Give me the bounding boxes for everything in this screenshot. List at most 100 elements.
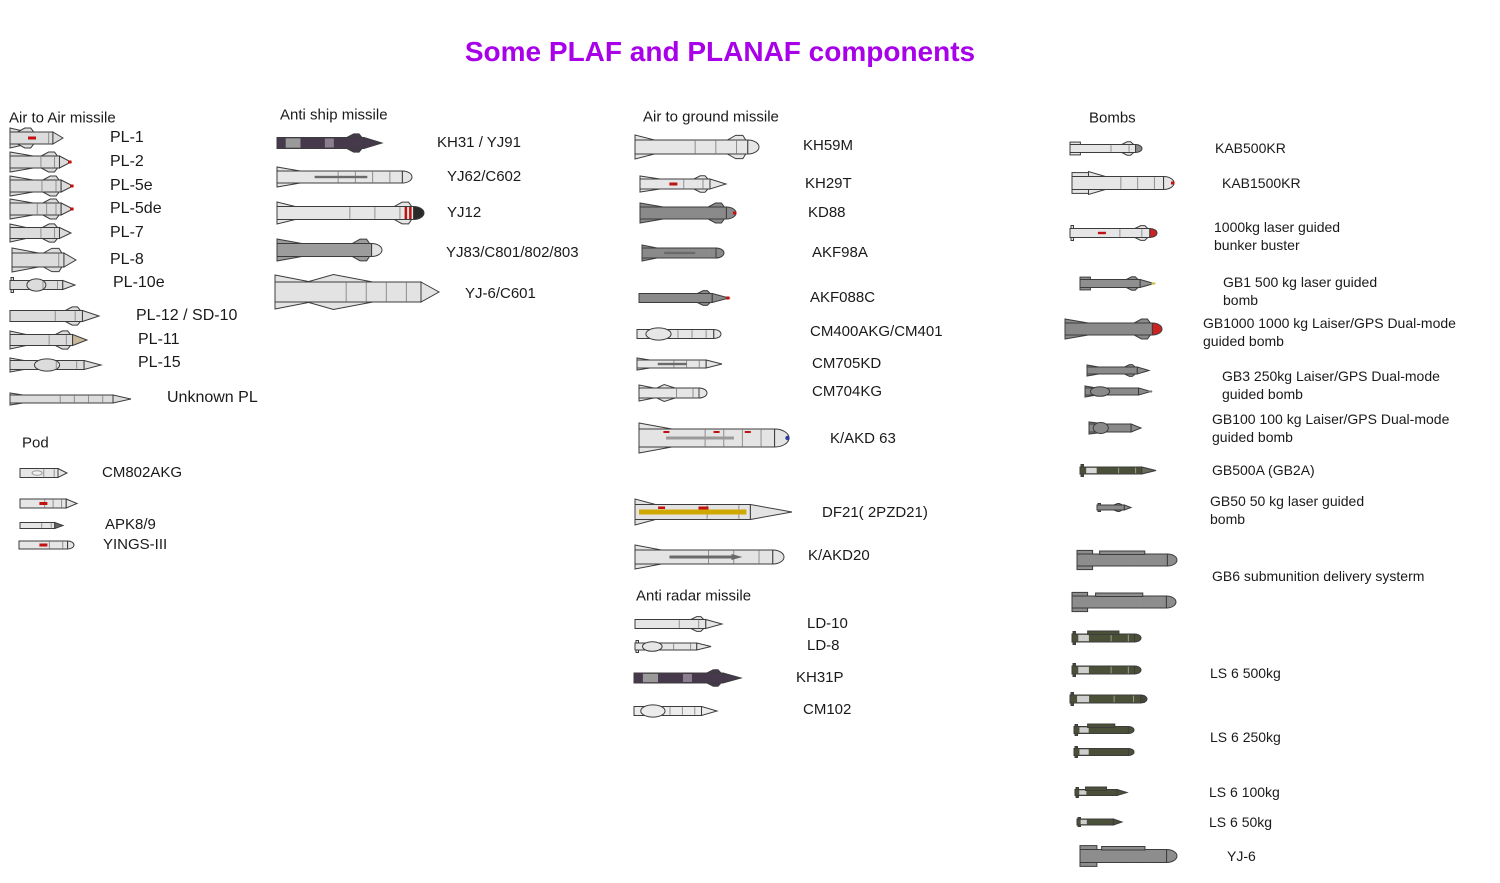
label-kh59m: KH59M xyxy=(803,137,854,154)
air-to-air-pl-2-icon xyxy=(9,151,73,173)
label-yj-6: YJ-6 xyxy=(1227,848,1256,864)
label-yj62-c602: YJ62/C602 xyxy=(447,168,522,185)
label-df21-2pzd21: DF21( 2PZD21) xyxy=(822,504,928,521)
label-ld-8: LD-8 xyxy=(807,637,840,654)
section-heading-anti-ship: Anti ship missile xyxy=(280,106,388,124)
bombs-ls-6-500kg-icon xyxy=(1071,663,1142,677)
air-to-ground-kd88-icon xyxy=(639,202,737,224)
bombs-yj-6-icon xyxy=(1079,845,1178,867)
label-unknown-pl: Unknown PL xyxy=(167,389,258,406)
bombs-kab1500kr-icon xyxy=(1071,170,1175,196)
anti-radar-kh31p-icon xyxy=(633,669,743,687)
bombs-ls-6-250kg-icon xyxy=(1073,723,1135,736)
bombs-ls-6-500kg-icon xyxy=(1069,692,1148,706)
label-cm704kg: CM704KG xyxy=(812,383,883,400)
label-ls-6-50kg: LS 6 50kg xyxy=(1209,814,1273,830)
label-yj-6-c601: YJ-6/C601 xyxy=(465,285,536,302)
label-pl-15: PL-15 xyxy=(138,354,181,371)
label-pl-11: PL-11 xyxy=(138,331,180,348)
bombs-kab500kr-icon xyxy=(1069,140,1143,156)
air-to-ground-k-akd20-icon xyxy=(634,544,785,570)
air-to-air-pl-5e-icon xyxy=(9,175,75,197)
pod-item-icon xyxy=(19,497,79,509)
anti-ship-yj83-c801-802-803-icon xyxy=(276,238,383,262)
label-cm102: CM102 xyxy=(803,701,852,718)
label-k-akd-63: K/AKD 63 xyxy=(830,430,896,447)
anti-ship-yj12-icon xyxy=(276,201,425,225)
label-pl-5e: PL-5e xyxy=(110,177,153,194)
section-heading-air-to-air: Air to Air missile xyxy=(9,109,116,127)
label-kh31-yj91: KH31 / YJ91 xyxy=(437,134,521,151)
air-to-air-pl-1-icon xyxy=(9,127,64,149)
label-yj12: YJ12 xyxy=(447,204,482,221)
bombs-gb500a-gb2a-icon xyxy=(1079,463,1157,477)
air-to-air-pl-10e-icon xyxy=(9,277,77,293)
label-akf98a: AKF98A xyxy=(812,244,868,261)
label-kh31p: KH31P xyxy=(796,669,844,686)
label-kd88: KD88 xyxy=(808,204,846,221)
bombs-gb50-50-kg-laser-guided-icon xyxy=(1096,502,1133,512)
label-pl-7: PL-7 xyxy=(110,224,144,241)
anti-radar-ld-10-icon xyxy=(634,616,724,632)
bombs-1000kg-laser-guided-icon xyxy=(1069,225,1158,241)
bombs-gb6-submunition-delivery-systerm-icon xyxy=(1076,549,1178,571)
label-pl-12-sd-10: PL-12 / SD-10 xyxy=(136,307,238,324)
label-ls-6-100kg: LS 6 100kg xyxy=(1209,784,1280,800)
label-cm802akg: CM802AKG xyxy=(102,464,183,481)
air-to-ground-cm400akg-cm401-icon xyxy=(636,327,722,341)
bombs-gb1000-1000-kg-laiser-gps-dual-mode-icon xyxy=(1064,318,1163,340)
air-to-ground-cm704kg-icon xyxy=(638,383,708,403)
label-pl-10e: PL-10e xyxy=(113,274,165,291)
label-cm705kd: CM705KD xyxy=(812,355,882,372)
section-heading-anti-radar: Anti radar missile xyxy=(636,587,752,605)
bombs-gb100-100-kg-laiser-gps-dual-mode-icon xyxy=(1088,421,1143,435)
label-apk8-9: APK8/9 xyxy=(105,516,156,533)
anti-radar-cm102-icon xyxy=(633,704,719,718)
label-pl-2: PL-2 xyxy=(110,153,144,170)
label-yj83-c801-802-803: YJ83/C801/802/803 xyxy=(446,244,579,261)
pod-cm802akg-icon xyxy=(19,467,69,479)
bombs-gb6-submunition-delivery-systerm-icon xyxy=(1071,591,1177,613)
label-pl-1: PL-1 xyxy=(110,129,144,146)
label-gb6-submunition-delivery-systerm: GB6 submunition delivery systerm xyxy=(1212,568,1425,584)
pod-yings-iii-icon xyxy=(18,540,75,550)
air-to-air-pl-15-icon xyxy=(9,357,103,373)
anti-ship-yj-6-c601-icon xyxy=(274,273,441,311)
bombs-ls-6-250kg-icon xyxy=(1073,746,1135,758)
air-to-air-pl-5de-icon xyxy=(9,198,75,220)
label-pl-5de: PL-5de xyxy=(110,200,162,217)
label-akf088c: AKF088C xyxy=(810,289,876,306)
air-to-air-pl-8-icon xyxy=(11,247,77,273)
air-to-air-unknown-pl-icon xyxy=(9,392,132,406)
bombs-gb3-250kg-laiser-gps-dual-mode-icon xyxy=(1084,384,1153,398)
air-to-ground-df21-2pzd21-icon xyxy=(634,498,793,526)
air-to-ground-akf088c-icon xyxy=(638,290,731,306)
anti-radar-ld-8-icon xyxy=(634,639,712,653)
bombs-ls-6-500kg-icon xyxy=(1071,630,1142,645)
section-heading-pod: Pod xyxy=(22,434,49,452)
air-to-ground-kh29t-icon xyxy=(639,175,728,193)
section-heading-bombs: Bombs xyxy=(1089,109,1136,127)
label-ls-6-500kg: LS 6 500kg xyxy=(1210,665,1281,681)
label-yings-iii: YINGS-III xyxy=(103,536,168,553)
air-to-ground-k-akd-63-icon xyxy=(638,422,790,454)
label-cm400akg-cm401: CM400AKG/CM401 xyxy=(810,323,943,340)
air-to-ground-akf98a-icon xyxy=(641,244,725,262)
bombs-gb1-500-kg-laser-guided-icon xyxy=(1079,275,1156,291)
label-kab500kr: KAB500KR xyxy=(1215,140,1286,156)
air-to-ground-cm705kd-icon xyxy=(636,357,723,371)
label-kab1500kr: KAB1500KR xyxy=(1222,175,1301,191)
air-to-air-pl-12-sd-10-icon xyxy=(9,306,101,326)
label-gb500a-gb2a: GB500A (GB2A) xyxy=(1212,462,1315,478)
page-title: Some PLAF and PLANAF components xyxy=(464,36,976,67)
air-to-ground-kh59m-icon xyxy=(634,134,760,160)
bombs-ls-6-100kg-icon xyxy=(1074,786,1129,798)
pod-apk8-9-icon xyxy=(19,521,65,529)
